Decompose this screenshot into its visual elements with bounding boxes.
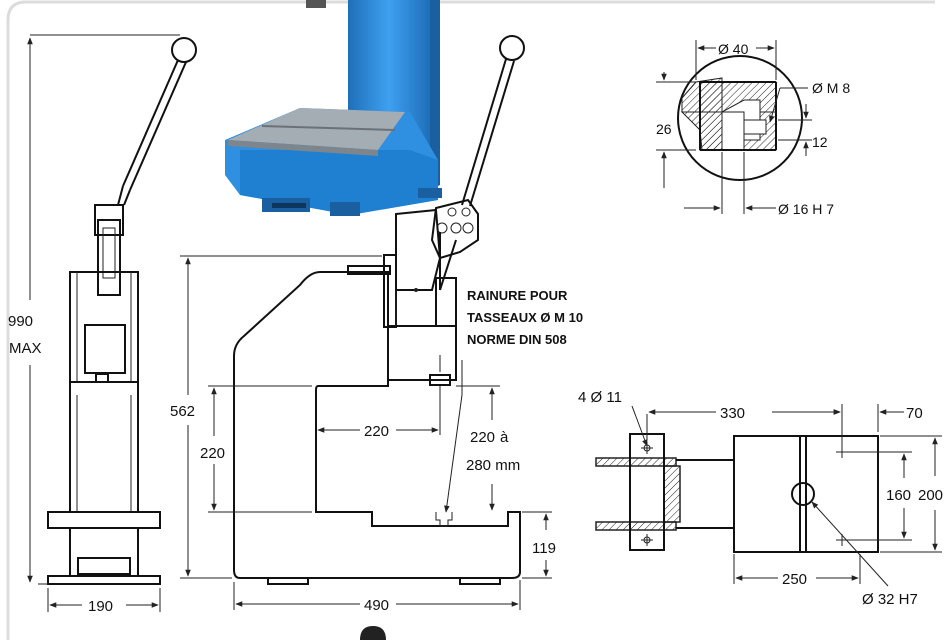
front-dimensions: 990 MAX 190 — [8, 34, 180, 615]
top-center-bore: Ø 32 H7 — [862, 591, 918, 608]
ram-bore-depth: 12 — [812, 134, 828, 150]
top-inner-width: 160 — [886, 487, 911, 504]
side-base-height: 119 — [532, 540, 556, 557]
side-stroke-value: 220 — [470, 429, 495, 446]
front-base-width: 190 — [88, 598, 113, 615]
ram-bore: Ø 16 H 7 — [778, 201, 834, 217]
top-outer-width: 200 — [918, 487, 943, 504]
side-stroke-max: 280 mm — [466, 457, 520, 474]
ram-detail: Ø 40 26 Ø M 8 12 Ø 16 H 7 — [656, 40, 850, 217]
page-frame — [6, 0, 935, 640]
top-span: 330 — [720, 405, 745, 422]
side-throat-height: 220 — [200, 445, 225, 462]
ram-outer-diameter: Ø 40 — [718, 41, 749, 57]
front-height-suffix: MAX — [9, 340, 42, 357]
groove-note-line-1: RAINURE POUR — [467, 288, 568, 303]
side-base-length: 490 — [364, 597, 389, 614]
side-total-height: 562 — [170, 403, 195, 420]
side-view — [233, 35, 525, 585]
side-stroke-to: à — [500, 429, 509, 446]
ram-height: 26 — [656, 121, 672, 137]
top-view — [595, 433, 879, 553]
press-photo — [225, 0, 442, 216]
side-throat-depth: 220 — [364, 423, 389, 440]
front-height-value: 990 — [8, 313, 33, 330]
side-dimensions: 562 220 220 220 à 280 mm 119 490 RAINURE… — [170, 255, 583, 614]
top-edge-offset: 70 — [906, 405, 923, 422]
bottom-knob — [360, 626, 386, 640]
groove-note-line-3: NORME DIN 508 — [467, 332, 567, 347]
top-table-length: 250 — [782, 571, 807, 588]
front-view — [47, 37, 197, 585]
top-holes: 4 Ø 11 — [578, 389, 622, 406]
groove-note-line-2: TASSEAUX Ø M 10 — [467, 310, 583, 325]
top-dimensions: 4 Ø 11 330 70 160 200 250 Ø 32 H7 — [578, 389, 943, 608]
ram-thread: Ø M 8 — [812, 80, 850, 96]
